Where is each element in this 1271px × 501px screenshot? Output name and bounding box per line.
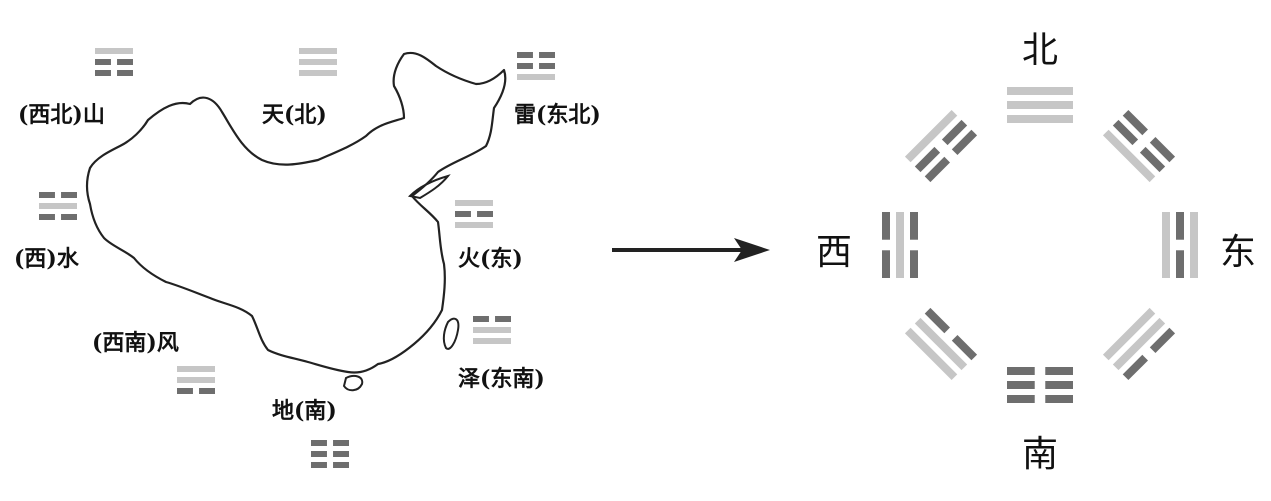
- label-northeast: 雷(东北): [514, 102, 601, 128]
- hainan-island: [342, 375, 364, 392]
- trigram-dui-icon: [1102, 307, 1176, 381]
- trigram-li-icon: [455, 200, 493, 228]
- label-south: 地(南): [272, 398, 337, 424]
- map-trigrams: [39, 48, 555, 468]
- trigram-kun-icon: [311, 440, 349, 468]
- compass-west: 西: [816, 232, 852, 273]
- label-southwest: (西南)风: [92, 330, 179, 356]
- trigram-dui-icon: [473, 316, 511, 344]
- trigram-li-icon: [1162, 212, 1198, 278]
- right-arrow-icon: [612, 238, 770, 262]
- compass-south: 南: [1022, 434, 1058, 475]
- trigram-kan-icon: [39, 192, 77, 220]
- compass-north: 北: [1022, 30, 1058, 71]
- label-west: (西)水: [14, 246, 80, 272]
- label-northwest: (西北)山: [18, 102, 105, 128]
- trigram-kun-icon: [1007, 367, 1073, 403]
- trigram-zhen-icon: [517, 52, 555, 80]
- label-north: 天(北): [262, 102, 327, 128]
- trigram-xun-icon: [904, 307, 978, 381]
- trigram-zhen-icon: [1102, 109, 1176, 183]
- trigram-qian-icon: [299, 48, 337, 76]
- label-east: 火(东): [458, 246, 523, 272]
- shandong-peninsula: [407, 174, 451, 200]
- trigram-kan-icon: [882, 212, 918, 278]
- taiwan-island: [442, 317, 460, 350]
- trigram-qian-icon: [1007, 87, 1073, 123]
- trigram-gen-icon: [904, 109, 978, 183]
- label-southeast: 泽(东南): [458, 366, 545, 392]
- trigram-xun-icon: [177, 366, 215, 394]
- trigram-gen-icon: [95, 48, 133, 76]
- compass-east: 东: [1220, 232, 1256, 273]
- china-map-outline: [85, 51, 507, 374]
- bagua-octagon: [882, 87, 1198, 403]
